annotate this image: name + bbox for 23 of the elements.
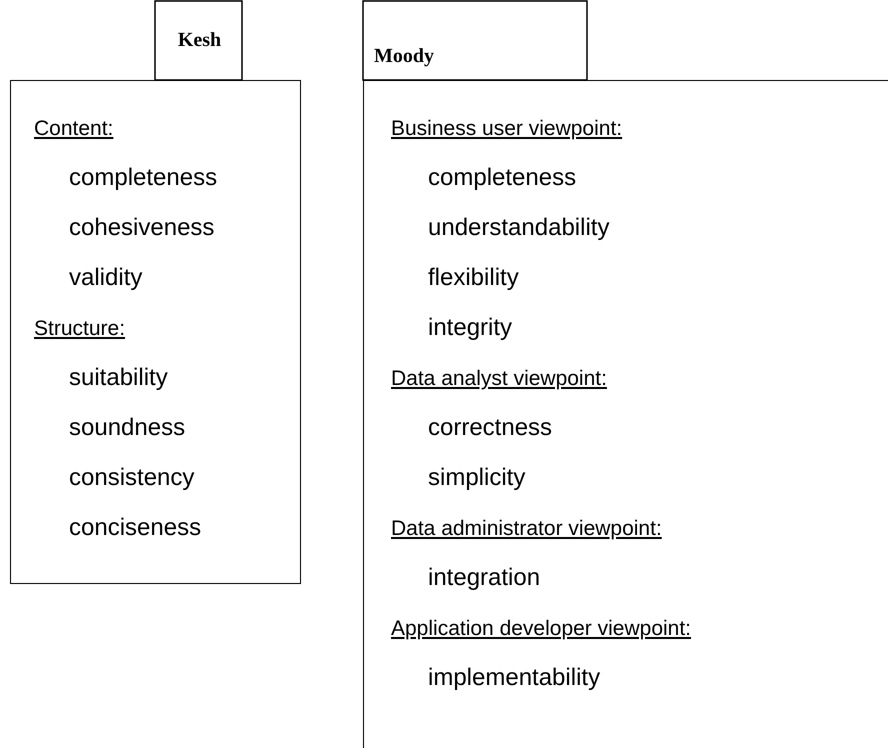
section-heading: Content:: [34, 116, 114, 142]
list-item: implementability: [428, 664, 600, 694]
list-item: cohesiveness: [69, 214, 214, 244]
list-item: completeness: [428, 164, 576, 194]
section-heading: Data administrator viewpoint:: [391, 516, 662, 542]
panel-title: Kesh: [176, 29, 222, 52]
list-item: integrity: [428, 314, 512, 344]
list-item: simplicity: [428, 464, 526, 494]
list-item: soundness: [69, 414, 186, 444]
section-heading: Business user viewpoint:: [391, 116, 622, 142]
list-item: flexibility: [428, 264, 519, 294]
list-item: integration: [428, 564, 540, 594]
section-heading: Application developer viewpoint:: [391, 616, 692, 642]
section-heading: Structure:: [34, 316, 126, 342]
list-item: completeness: [69, 164, 218, 194]
list-item: correctness: [428, 414, 552, 444]
list-item: consistency: [69, 464, 194, 494]
panel-title: Moody: [374, 45, 434, 68]
section-heading: Data analyst viewpoint:: [391, 366, 607, 392]
list-item: validity: [69, 264, 142, 294]
list-item: suitability: [69, 364, 168, 394]
list-item: conciseness: [69, 514, 202, 544]
list-item: understandability: [428, 214, 610, 244]
